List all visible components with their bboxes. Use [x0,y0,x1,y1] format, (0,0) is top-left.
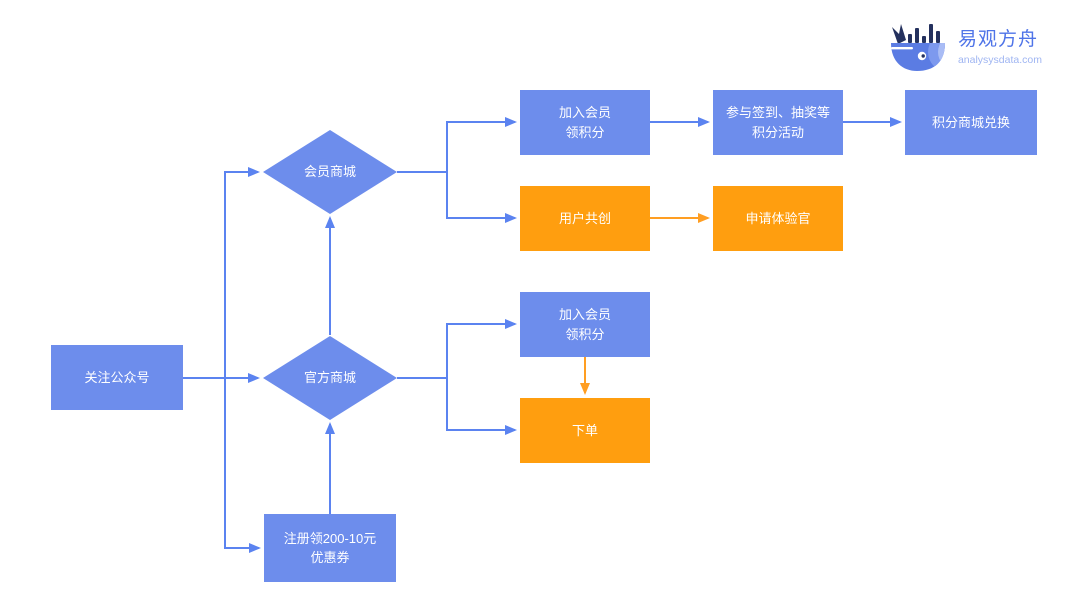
node-user-cocreation: 用户共创 [520,186,650,251]
node-register-coupon: 注册领200-10元 优惠券 [264,514,396,582]
node-points-mall-redeem: 积分商城兑换 [905,90,1037,155]
node-place-order: 下单 [520,398,650,463]
brand-domain: analysysdata.com [957,54,1042,66]
node-apply-experience-officer: 申请体验官 [713,186,843,251]
whale-barchart-icon [890,24,945,71]
node-signin-lottery-activities: 参与签到、抽奖等 积分活动 [713,90,843,155]
node-join-member-points-top: 加入会员 领积分 [520,90,650,155]
node-follow-official-account: 关注公众号 [51,345,183,410]
brand-name: 易观方舟 [957,29,1038,50]
node-join-member-points-mid: 加入会员 领积分 [520,292,650,357]
brand-logo: 易观方舟 analysysdata.com [886,14,1042,76]
